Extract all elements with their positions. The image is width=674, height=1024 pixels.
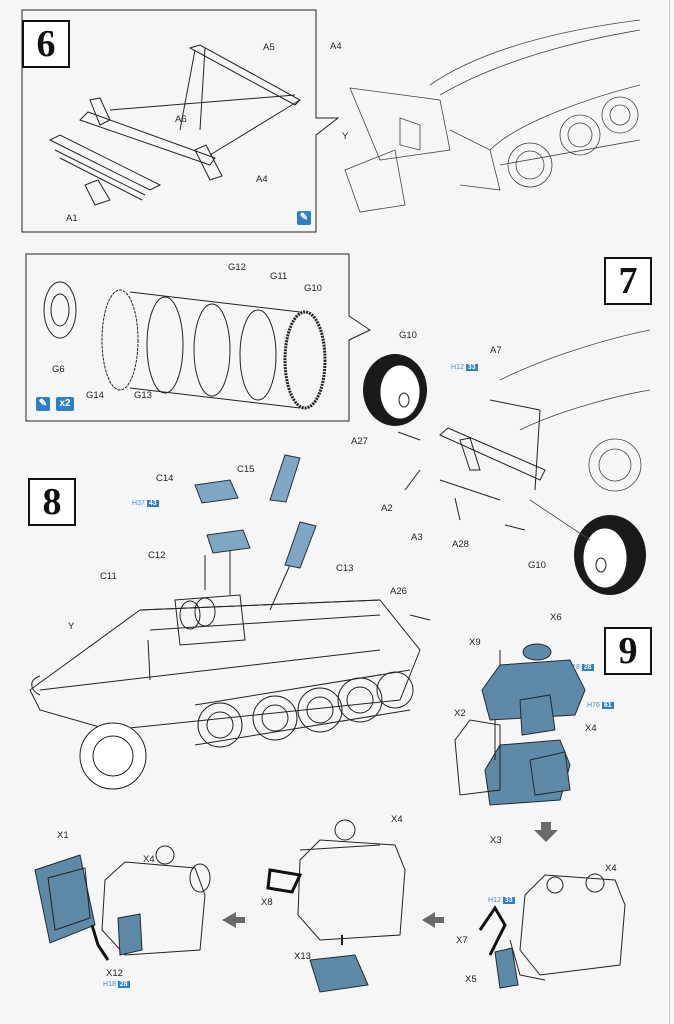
- step6-detail-box: [21, 9, 340, 233]
- step-number-6: 6: [22, 20, 70, 68]
- part-label-a6: A6: [175, 114, 187, 125]
- part-label-c12: C12: [148, 550, 166, 561]
- glue-icon-step7: ✎: [36, 397, 50, 411]
- part-label-x8: X8: [261, 897, 273, 908]
- part-label-x1: X1: [57, 830, 69, 841]
- part-label-g10-bottom: G10: [528, 560, 546, 571]
- step8-halftrack: [29, 535, 431, 790]
- part-label-x12: X12: [106, 968, 123, 979]
- part-label-c15: C15: [237, 464, 255, 475]
- step6-front-axle: [48, 44, 301, 206]
- part-label-c14: C14: [156, 473, 174, 484]
- part-label-x4-middle: X4: [391, 814, 403, 825]
- step7-detail-box: [25, 253, 372, 422]
- part-label-g14: G14: [86, 390, 104, 401]
- part-label-g12: G12: [228, 262, 246, 273]
- paint-ref-x4: H76 61: [587, 702, 614, 709]
- step8-seat-parts: [194, 454, 317, 569]
- step9-engine-upper: [454, 643, 586, 806]
- part-label-a27: A27: [351, 436, 368, 447]
- step7-wheel-exploded: [43, 281, 327, 410]
- paint-ref-x7: H12 33: [488, 897, 515, 904]
- part-label-a4-right: A4: [330, 41, 342, 52]
- step-number-7: 7: [604, 257, 652, 305]
- part-label-g13: G13: [134, 390, 152, 401]
- step-number-8: 8: [28, 478, 76, 526]
- part-label-y-step8: Y: [68, 621, 75, 632]
- part-label-x7: X7: [456, 935, 468, 946]
- part-label-x4: X4: [585, 723, 597, 734]
- part-label-c13: C13: [336, 563, 354, 574]
- part-label-a5: A5: [263, 42, 275, 53]
- paint-ref-x6: H18 28: [567, 664, 594, 671]
- step6-hull: [344, 19, 641, 213]
- step9-engine-middle: [266, 819, 406, 993]
- step9-arrows: [222, 822, 558, 928]
- page-edge: [669, 0, 670, 1024]
- part-label-a2: A2: [381, 503, 393, 514]
- paint-ref-c14: H37 43: [132, 500, 159, 507]
- multiplier-badge: x2: [56, 397, 74, 411]
- part-label-a26: A26: [390, 586, 407, 597]
- part-label-a4-left: A4: [256, 174, 268, 185]
- step-number-9: 9: [604, 627, 652, 675]
- step9-engine-left: [34, 845, 211, 961]
- paint-ref-g10: H12 33: [451, 364, 478, 371]
- part-label-c11: C11: [100, 571, 117, 582]
- part-label-a1: A1: [66, 213, 78, 224]
- part-label-g10-top: G10: [399, 330, 417, 341]
- part-label-a7: A7: [490, 345, 502, 356]
- part-label-g10-detail: G10: [304, 283, 322, 294]
- part-label-x9: X9: [469, 637, 481, 648]
- paint-ref-x12: H18 28: [103, 981, 130, 988]
- step7-front-suspension: [363, 329, 651, 595]
- part-label-x3: X3: [490, 835, 502, 846]
- part-label-x4-right: X4: [605, 863, 617, 874]
- part-label-x2: X2: [454, 708, 466, 719]
- part-label-a28: A28: [452, 539, 469, 550]
- glue-icon: ✎: [297, 211, 311, 225]
- part-label-y-step6: Y: [342, 131, 349, 142]
- part-label-x5: X5: [465, 974, 477, 985]
- part-label-x4-left: X4: [143, 854, 155, 865]
- part-label-x13: X13: [294, 951, 311, 962]
- step9-engine-right: [478, 873, 626, 989]
- part-label-a3: A3: [411, 532, 423, 543]
- part-label-g6: G6: [52, 364, 65, 375]
- part-label-x6: X6: [550, 612, 562, 623]
- part-label-g11: G11: [270, 271, 288, 282]
